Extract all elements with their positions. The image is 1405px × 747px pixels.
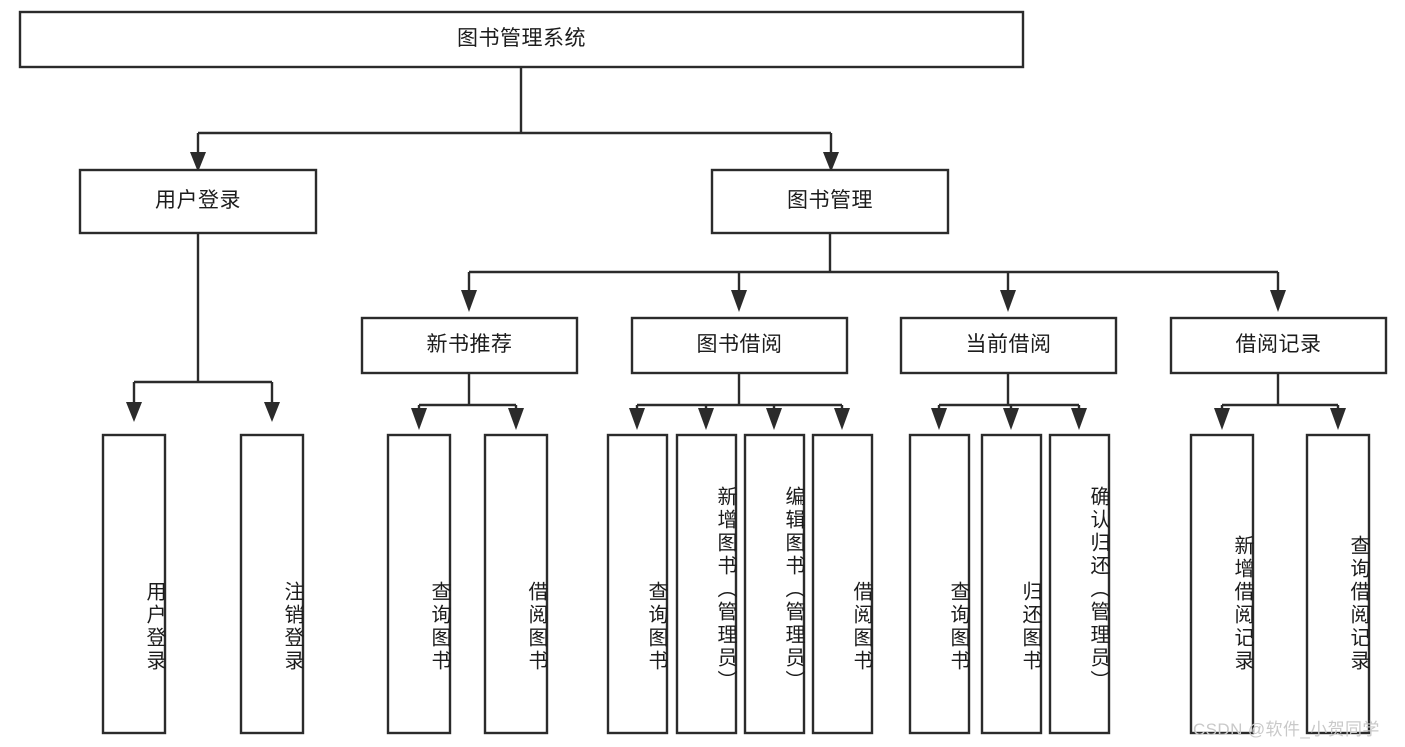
arrow-to-leaf-add-record xyxy=(1214,408,1230,430)
arrow-to-leaf-return-book xyxy=(1003,408,1019,430)
arrow-to-leaf-query-book-3 xyxy=(931,408,947,430)
arrow-to-leaf-borrow-book-1 xyxy=(508,408,524,430)
node-book-manage[interactable] xyxy=(710,168,950,235)
node-leaf-return-book[interactable] xyxy=(980,433,1043,735)
arrow-to-current-borrow xyxy=(1000,290,1016,312)
arrow-to-leaf-confirm-return xyxy=(1071,408,1087,430)
csdn-watermark: CSDN @软件_小贺同学 xyxy=(1193,720,1380,739)
node-leaf-logout[interactable] xyxy=(239,433,305,735)
arrow-to-leaf-borrow-book-2 xyxy=(834,408,850,430)
node-leaf-borrow-book-2[interactable] xyxy=(811,433,874,735)
node-book-borrow[interactable] xyxy=(630,316,849,375)
connector-new-book-recommend-split xyxy=(417,373,518,412)
arrow-to-leaf-user-login xyxy=(126,402,142,422)
node-root[interactable] xyxy=(18,10,1025,69)
node-leaf-query-book-2[interactable] xyxy=(606,433,669,735)
node-user-login[interactable] xyxy=(78,168,318,235)
connector-user-login-split xyxy=(132,233,274,405)
arrow-to-new-book-recommend xyxy=(461,290,477,312)
connector-borrow-record-split xyxy=(1220,373,1340,412)
arrow-to-user-login xyxy=(190,152,206,172)
arrow-to-book-borrow xyxy=(731,290,747,312)
connector-current-borrow-split xyxy=(937,373,1081,412)
node-leaf-edit-book[interactable] xyxy=(743,433,806,735)
arrow-to-leaf-edit-book xyxy=(766,408,782,430)
node-leaf-query-record[interactable] xyxy=(1305,433,1371,735)
arrow-to-leaf-logout xyxy=(264,402,280,422)
arrow-to-leaf-query-book-1 xyxy=(411,408,427,430)
node-leaf-query-book-1[interactable] xyxy=(386,433,452,735)
node-leaf-borrow-book-1[interactable] xyxy=(483,433,549,735)
node-leaf-user-login[interactable] xyxy=(101,433,167,735)
arrow-to-book-manage xyxy=(823,152,839,172)
arrow-to-leaf-query-book-2 xyxy=(629,408,645,430)
node-borrow-record[interactable] xyxy=(1169,316,1388,375)
arrow-to-leaf-query-record xyxy=(1330,408,1346,430)
node-leaf-add-record[interactable] xyxy=(1189,433,1255,735)
node-leaf-confirm-return[interactable] xyxy=(1048,433,1111,735)
node-leaf-add-book[interactable] xyxy=(675,433,738,735)
arrow-to-leaf-add-book xyxy=(698,408,714,430)
connector-root-split xyxy=(196,67,833,155)
connector-book-borrow-split xyxy=(635,373,844,412)
node-leaf-query-book-3[interactable] xyxy=(908,433,971,735)
arrow-to-borrow-record xyxy=(1270,290,1286,312)
connector-book-manage-split xyxy=(467,233,1280,292)
node-current-borrow[interactable] xyxy=(899,316,1118,375)
node-new-book-recommend[interactable] xyxy=(360,316,579,375)
